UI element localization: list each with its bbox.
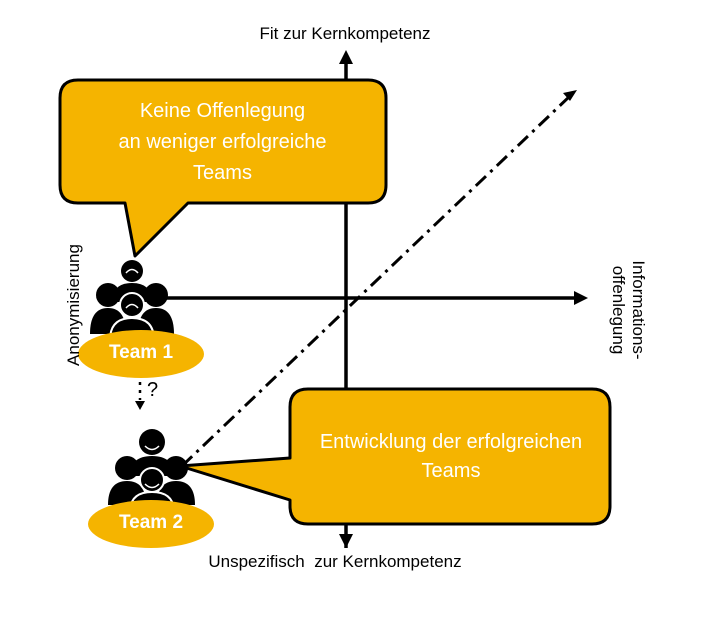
axis-label-top: Fit zur Kernkompetenz (259, 24, 431, 43)
vertical-axis-arrow-down (339, 534, 353, 548)
team2-badge (88, 500, 214, 548)
speech-bubble-top-text: Keine Offenlegung an weniger erfolgreich… (118, 100, 327, 184)
speech-bubble-top (58, 78, 388, 258)
team2-label: Team 2 (118, 512, 184, 533)
team1-label: Team 1 (108, 342, 174, 363)
question-mark: ? (147, 379, 159, 401)
people-group-icon (90, 260, 174, 341)
axis-label-right: Informations- offenlegung (609, 260, 648, 360)
horizontal-axis-arrow-right (574, 291, 588, 305)
people-group-icon (108, 429, 195, 513)
speech-bubble-bottom (178, 387, 612, 526)
team1-badge (78, 330, 204, 378)
team-transition-arrowhead (135, 401, 145, 410)
diagonal-trend-arrowhead (563, 90, 577, 101)
vertical-axis-arrow-up (339, 50, 353, 64)
diagonal-trend-arrow (180, 94, 572, 468)
speech-bubble-bottom-text: Entwicklung der erfolgreichen Teams (319, 431, 583, 482)
axis-label-bottom: Unspezifisch zur Kernkompetenz (208, 552, 462, 571)
